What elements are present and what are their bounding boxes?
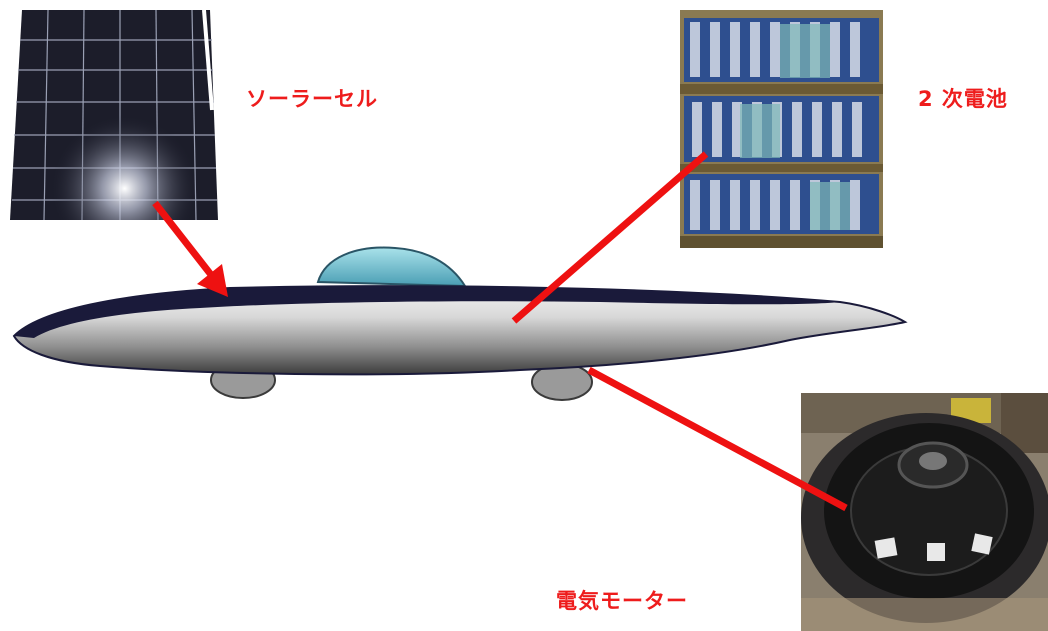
solar-panel-image [8,10,220,220]
car-canopy [316,246,467,288]
motor-photo [801,393,1048,631]
hub-motor-image [801,393,1048,631]
solar-arrow-head [197,264,228,297]
car-roof [14,286,840,338]
solar-cell-photo [8,10,220,220]
secondary-battery-label: 2 次電池 [918,87,1008,111]
battery-pack-image [680,10,883,248]
solar-arrow-line [152,200,215,279]
electric-motor-label: 電気モーター [556,589,688,613]
solar-cell-label: ソーラーセル [246,87,378,111]
battery-pointer-line [511,151,709,324]
battery-photo [680,10,883,248]
motor-pointer-line [587,366,848,512]
